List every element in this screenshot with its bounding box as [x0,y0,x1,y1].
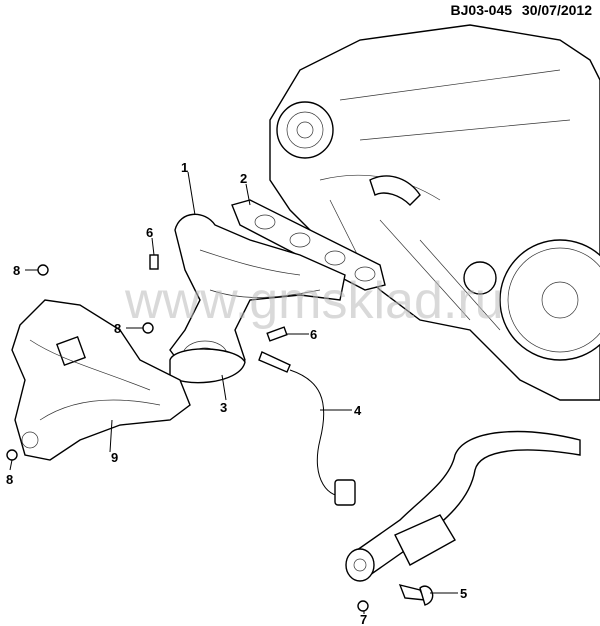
callout-8: 8 [13,263,20,278]
callout-8: 8 [114,321,121,336]
manifold-gasket [231,199,386,291]
callout-2: 2 [240,171,247,186]
callout-3: 3 [220,400,227,415]
callout-6: 6 [146,225,153,240]
exhaust-front-pipe [345,430,581,582]
leader-lines [9,171,458,614]
fasteners [6,254,434,612]
oxygen-sensor [258,351,356,506]
flange-gasket [169,348,246,384]
watermark: www.gmsklad.ru [124,272,504,330]
callout-4: 4 [354,403,362,418]
callout-1: 1 [181,160,188,175]
callout-9: 9 [111,450,118,465]
callout-7: 7 [360,612,367,626]
diagram-header: BJ03-045 30/07/2012 [445,2,592,18]
heat-shield [11,299,191,461]
callout-8: 8 [6,472,13,487]
callout-5: 5 [460,586,467,601]
engine-block [269,24,600,401]
diagram-date: 30/07/2012 [521,2,592,18]
diagram-code: BJ03-045 [450,2,513,18]
callout-6: 6 [310,327,317,342]
